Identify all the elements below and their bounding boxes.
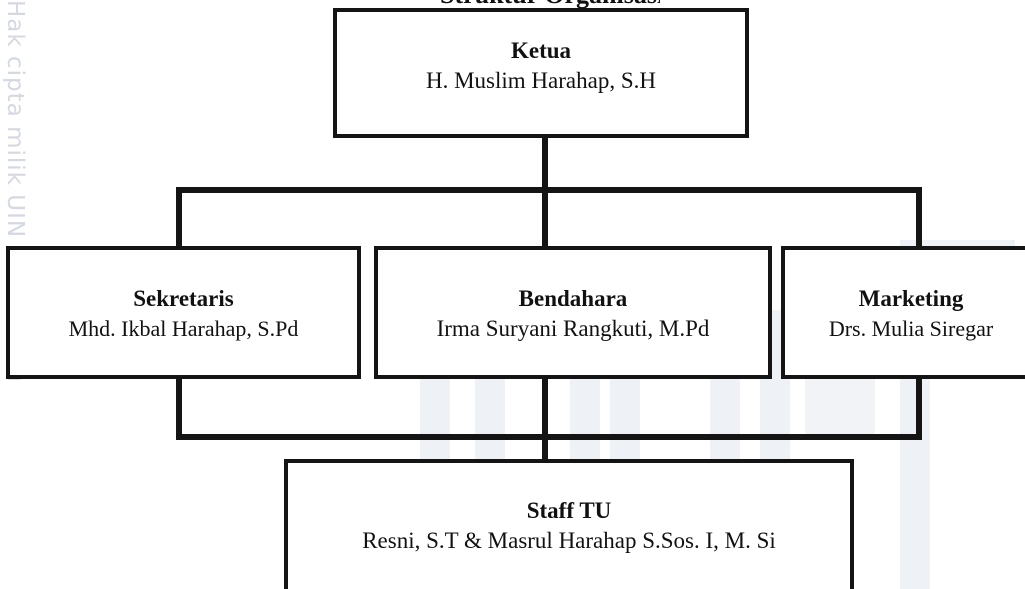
node-marketing-person: Drs. Mulia Siregar [828, 316, 994, 341]
connector-ketua-down [542, 136, 548, 192]
node-sekretaris-role: Sekretaris [133, 286, 234, 311]
connector-to-sekretaris [176, 187, 182, 249]
connector-to-marketing [916, 187, 922, 249]
node-ketua: Ketua H. Muslim Harahap, S.H [333, 8, 749, 138]
connector-lower-horizontal [176, 434, 922, 440]
node-marketing: Marketing Drs. Mulia Siregar [781, 246, 1025, 379]
node-bendahara-role: Bendahara [518, 286, 628, 311]
node-sekretaris: Sekretaris Mhd. Ikbal Harahap, S.Pd [6, 246, 361, 379]
node-marketing-role: Marketing [858, 286, 964, 311]
node-ketua-person: H. Muslim Harahap, S.H [426, 68, 656, 93]
node-sekretaris-person: Mhd. Ikbal Harahap, S.Pd [68, 316, 299, 341]
diagram-title: Struktur Organisasi [440, 0, 660, 8]
connector-from-bendahara [542, 377, 548, 462]
connector-upper-horizontal [176, 187, 922, 193]
connector-from-marketing [916, 377, 922, 439]
node-staff-tu: Staff TU Resni, S.T & Masrul Harahap S.S… [284, 459, 854, 589]
node-staff-tu-role: Staff TU [526, 498, 612, 523]
node-staff-tu-person: Resni, S.T & Masrul Harahap S.Sos. I, M.… [362, 528, 776, 553]
node-bendahara: Bendahara Irma Suryani Rangkuti, M.Pd [374, 246, 772, 379]
node-ketua-role: Ketua [510, 38, 572, 63]
connector-from-sekretaris [176, 377, 182, 439]
connector-to-bendahara [542, 187, 548, 249]
node-bendahara-person: Irma Suryani Rangkuti, M.Pd [436, 316, 710, 341]
